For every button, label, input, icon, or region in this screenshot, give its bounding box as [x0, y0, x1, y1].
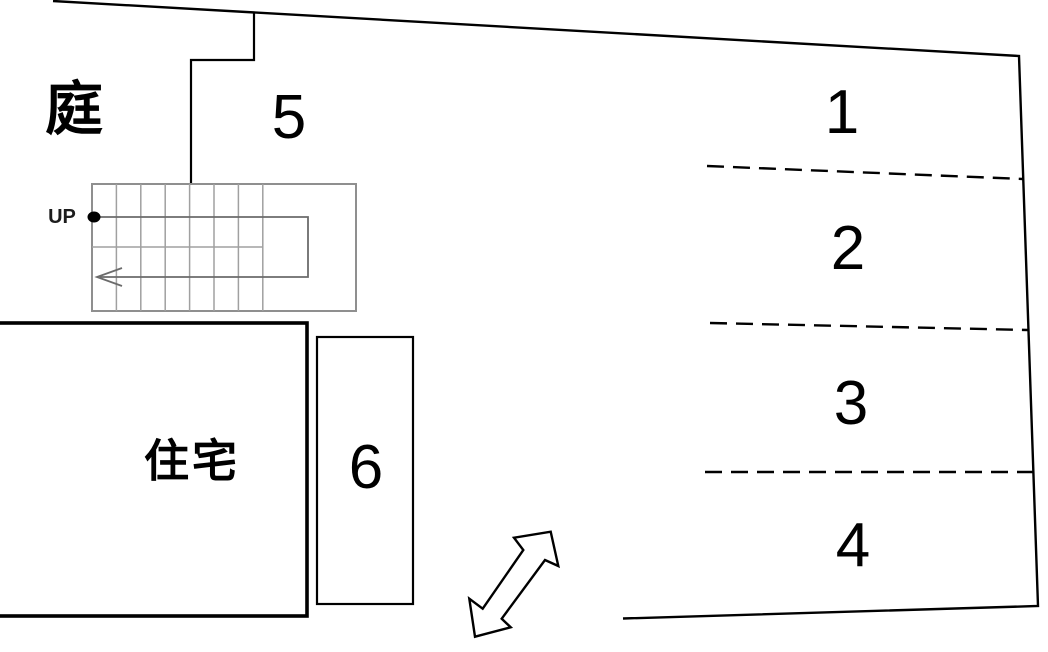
- stair-up-start-dot: [87, 211, 101, 223]
- garden-label: 庭: [44, 77, 104, 142]
- parking-space-label-4: 4: [835, 511, 871, 580]
- space-divider-dashed-line-1: [706, 164, 1024, 181]
- parking-space-6-outline: [315, 335, 415, 606]
- staircase: [87, 183, 357, 312]
- double-arrow-icon: [467, 530, 560, 639]
- space-divider-dashed-line-2: [709, 321, 1029, 332]
- parking-space-label-1: 1: [824, 78, 860, 147]
- stair-path-arrowhead-icon: [94, 267, 123, 287]
- parking-space-label-2: 2: [830, 214, 866, 283]
- stair-path-line: [95, 216, 309, 278]
- parking-space-label-5: 5: [271, 83, 307, 152]
- parking-space-label-6: 6: [348, 433, 384, 502]
- garden-boundary-step-line: [189, 11, 256, 184]
- site-boundary-line: [52, 0, 1040, 620]
- stairs-up-label: UP: [48, 206, 76, 228]
- parking-space-label-3: 3: [833, 369, 869, 438]
- house-label: 住宅: [143, 435, 241, 487]
- house-outline: [0, 321, 309, 618]
